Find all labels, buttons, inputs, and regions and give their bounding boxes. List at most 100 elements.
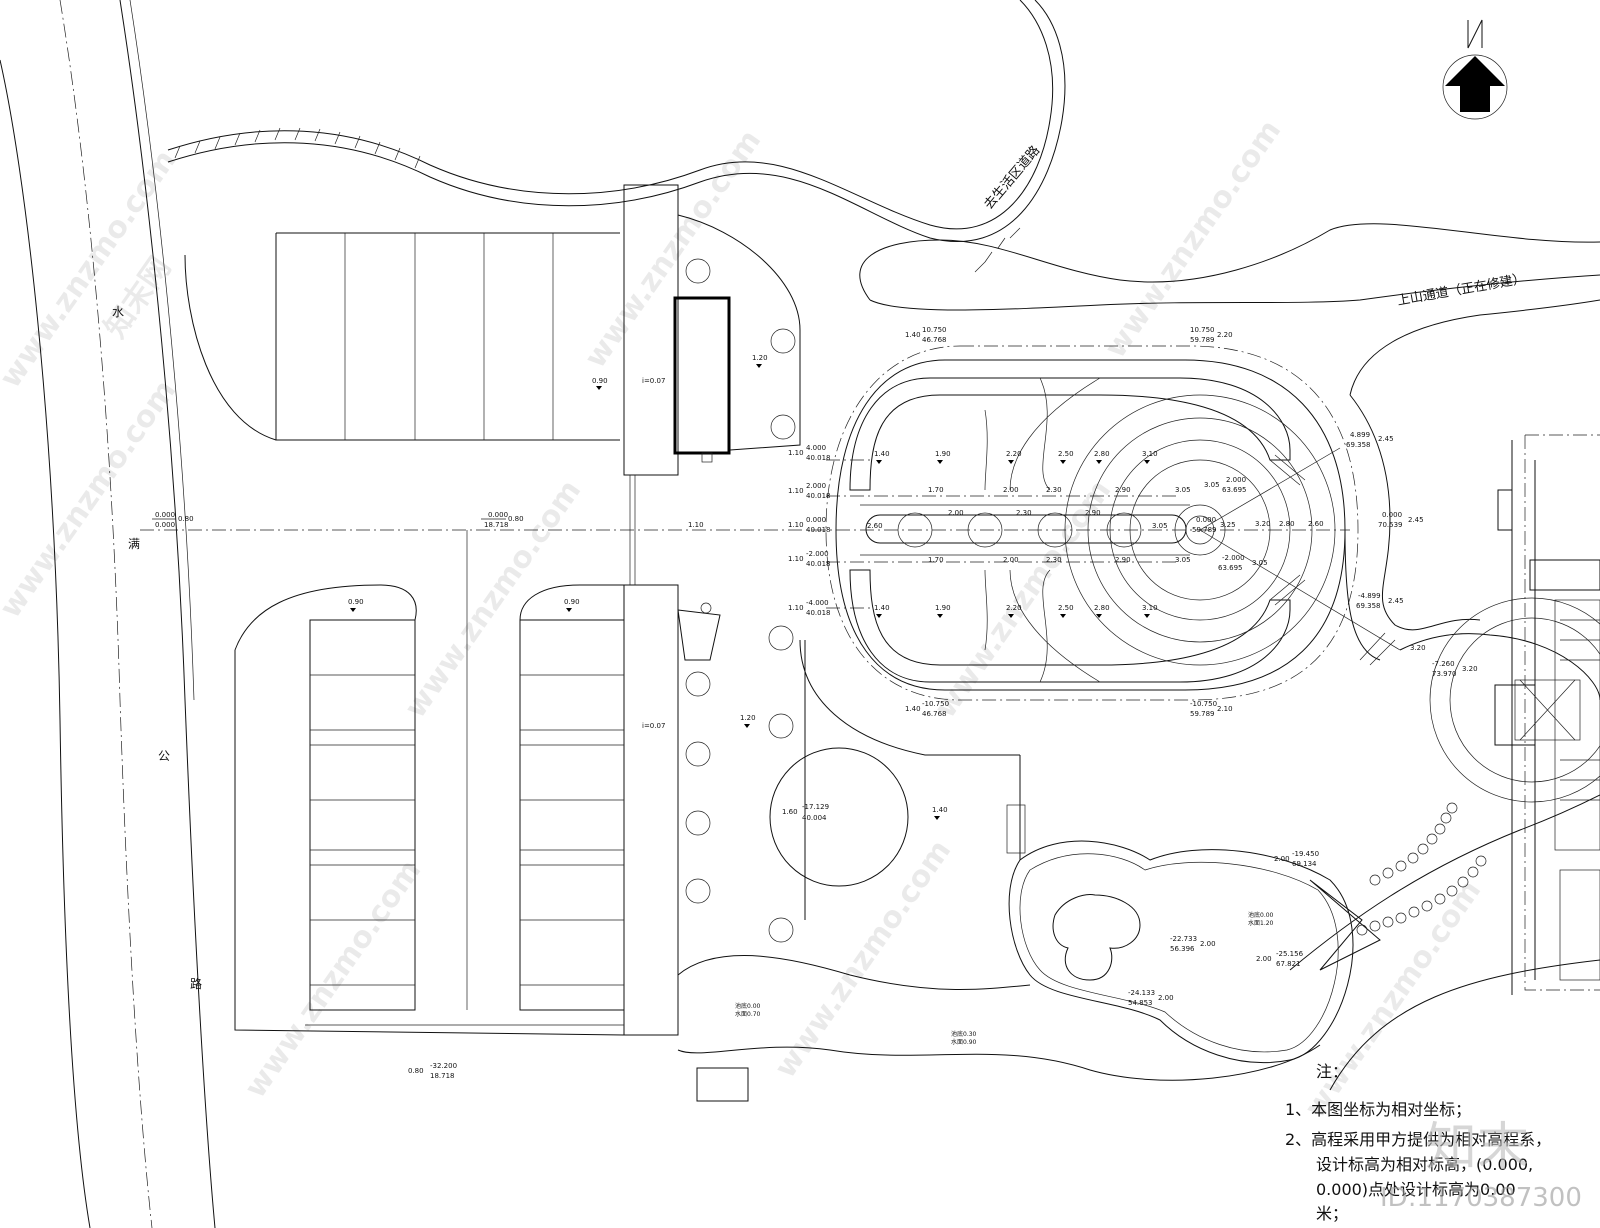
coord-c2-top: 0.000 [488, 511, 508, 519]
level-h14: 2.60 [867, 522, 883, 530]
coord-c10-side: 1.10 [788, 604, 804, 612]
coord-c16-side: 2.45 [1388, 597, 1404, 605]
level-h7: 1.70 [928, 486, 944, 494]
coord-c2-side: 0.80 [508, 515, 524, 523]
parking-top [184, 232, 620, 441]
coord-c4-side: 1.40 [905, 331, 921, 339]
level-p6: 1.40 [932, 806, 948, 814]
coord-c20-bot: 40.004 [802, 814, 827, 822]
level-p2: 1.20 [752, 354, 768, 362]
coord-c22-top: -22.733 [1170, 935, 1197, 943]
slope-label-bottom: i=0.07 [642, 722, 665, 730]
level-p3: 0.90 [348, 598, 364, 606]
level-h19: 2.60 [1308, 520, 1324, 528]
right-area [1289, 394, 1600, 1091]
water-label-w2b: 水面0.90 [951, 1038, 977, 1046]
fountain-oval [140, 345, 1401, 701]
coord-c16-top: -4.899 [1358, 592, 1381, 600]
watermark-id: ID:1170387300 [1380, 1183, 1582, 1213]
coord-c10-bot: 40.018 [806, 609, 831, 617]
coord-c21-top: -19.450 [1292, 850, 1319, 858]
coord-c8-bot: 40.018 [806, 526, 831, 534]
water-label-w3c: 3.20 [1410, 644, 1426, 652]
level-h23: 2.90 [1115, 556, 1131, 564]
notes-line1: 1、本图坐标为相对坐标； [1285, 1100, 1471, 1119]
coord-c11-bot: 69.358 [1346, 441, 1371, 449]
coord-c20-top: -17.129 [802, 803, 829, 811]
coord-c1-side: 0.80 [178, 515, 194, 523]
coord-c18-side: 1.40 [905, 705, 921, 713]
level-h26: 1.90 [935, 604, 951, 612]
top-roads [167, 0, 1600, 396]
level-h15: 2.90 [1085, 509, 1101, 517]
coord-c9-side: 1.10 [788, 555, 804, 563]
water-labels: 池底0.00 水面0.70 池底0.30 水面0.90 池底0.00 水面1.2… [735, 644, 1426, 1046]
level-h11: 3.05 [1175, 486, 1191, 494]
level-h25: 1.40 [874, 604, 890, 612]
road-label-lu: 路 [190, 976, 202, 991]
coord-c10-top: -4.000 [806, 599, 829, 607]
coord-c7-side: 1.10 [788, 487, 804, 495]
level-h8: 2.00 [1003, 486, 1019, 494]
level-p1: 0.90 [592, 377, 608, 385]
coord-c3-side: 0.80 [408, 1067, 424, 1075]
level-h18: 2.80 [1279, 520, 1295, 528]
level-h4: 2.50 [1058, 450, 1074, 458]
notes-line3: 设计标高为相对标高，(0.000, [1316, 1155, 1533, 1174]
coord-c17-side: 3.20 [1462, 665, 1478, 673]
coord-callouts: 0.000 0.000 0.80 0.000 18.718 0.80 -32.2… [152, 326, 1478, 1080]
level-h29: 2.80 [1094, 604, 1110, 612]
coord-c1-top: 0.000 [155, 511, 175, 519]
coord-c17-top: -7.260 [1432, 660, 1455, 668]
watermark-site-4: www.znzmo.com [0, 374, 183, 625]
coord-c5-bot: 59.789 [1190, 336, 1215, 344]
coord-c24-top: -24.133 [1128, 989, 1155, 997]
coord-c21-bot: 69.134 [1292, 860, 1317, 868]
coord-c23-top: -25.156 [1276, 950, 1304, 958]
water-features [1008, 840, 1381, 1064]
level-h5: 2.80 [1094, 450, 1110, 458]
road-label-man: 满 [128, 537, 140, 551]
level-h28: 2.50 [1058, 604, 1074, 612]
coord-c7-bot: 40.018 [806, 492, 831, 500]
level-labels: 0.90 1.20 0.90 0.90 1.20 1.40 1.40 1.90 … [348, 354, 1324, 814]
coord-c8-side: 1.10 [788, 521, 804, 529]
road-label-gong: 公 [158, 749, 170, 763]
level-h9: 2.30 [1046, 486, 1062, 494]
level-p5: 1.20 [740, 714, 756, 722]
coord-c11-top: 4.899 [1350, 431, 1370, 439]
highway [0, 0, 216, 1228]
water-label-w1b: 水面0.70 [735, 1010, 761, 1018]
level-h21: 2.00 [1003, 556, 1019, 564]
plaza-bottom [677, 602, 1321, 1081]
road-label-mountain: 上山通道（正在修建） [1396, 272, 1527, 309]
small-building [696, 1067, 749, 1102]
coord-c11-side: 2.45 [1378, 435, 1394, 443]
coord-c13-top: 0.000 [1196, 516, 1216, 524]
coord-c20-side: 1.60 [782, 808, 798, 816]
level-h24: 3.05 [1175, 556, 1191, 564]
coord-c9-top: -2.000 [806, 550, 829, 558]
coord-c18-bot: 46.768 [922, 710, 947, 718]
coord-c25-top: 1.10 [688, 521, 704, 529]
coord-c3-bot: 18.718 [430, 1072, 455, 1080]
watermark-site-7: www.znzmo.com [238, 854, 428, 1105]
notes-line4: 0.000)点处设计标高为0.00 [1316, 1180, 1516, 1199]
coord-c6-side: 1.10 [788, 449, 804, 457]
slope-label-top: i=0.07 [642, 377, 665, 385]
coord-c5-top: 10.750 [1190, 326, 1215, 334]
coord-c13-bot: 59.789 [1192, 526, 1217, 534]
coord-c24-side: 2.00 [1158, 994, 1174, 1002]
coord-c15-bot: 70.539 [1378, 521, 1403, 529]
coord-c6-top: 4.000 [806, 444, 826, 452]
level-h17: 3.20 [1255, 520, 1271, 528]
watermark-site-2: www.znzmo.com [578, 124, 768, 375]
watermark-site-9: www.znzmo.com [1298, 874, 1488, 1125]
coord-c1-bot: 0.000 [155, 521, 175, 529]
watermark-logo: 知末 [1425, 1118, 1529, 1178]
water-label-w1a: 池底0.00 [735, 1002, 761, 1010]
coord-c17-bot: 73.970 [1432, 670, 1457, 678]
level-p4: 0.90 [564, 598, 580, 606]
notes-line5: 米； [1316, 1204, 1348, 1223]
coord-c14-side: 3.05 [1252, 559, 1268, 567]
